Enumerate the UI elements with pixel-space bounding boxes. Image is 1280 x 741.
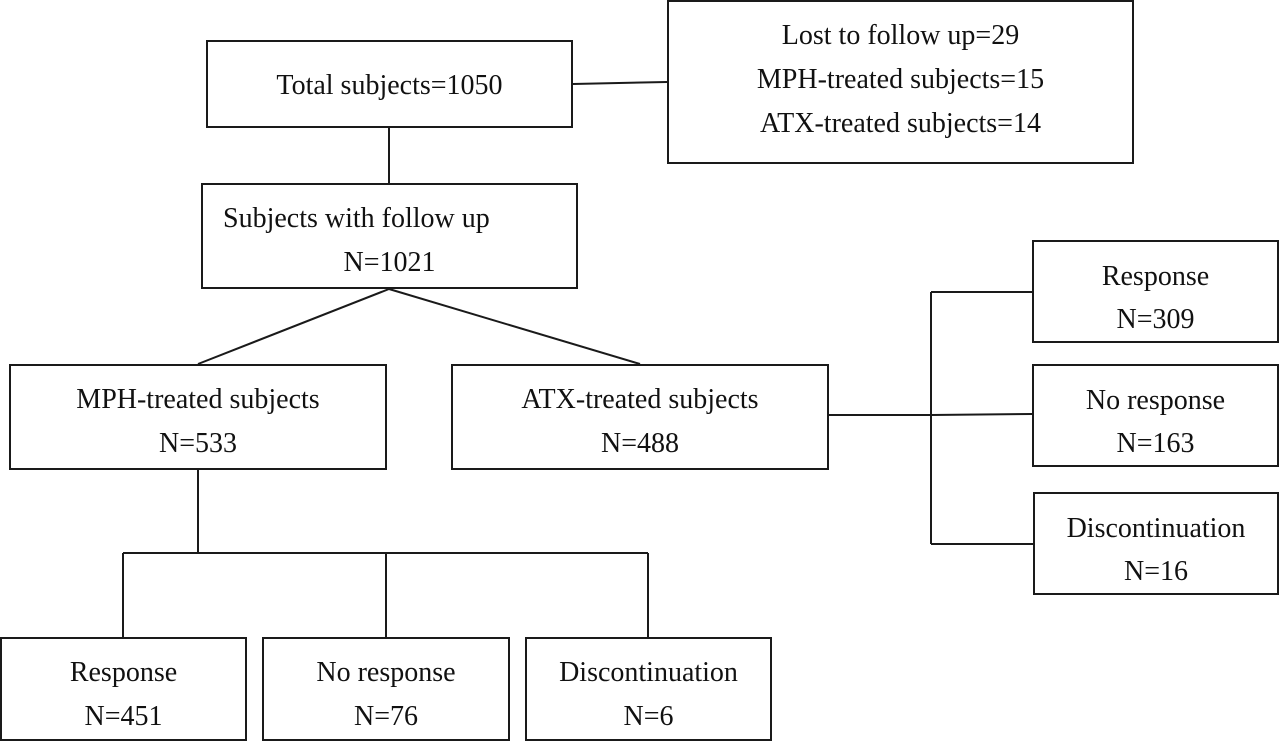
mph-discontinuation-count: N=6 — [623, 701, 674, 732]
mph-no-response-label: No response — [316, 657, 456, 688]
lost-to-follow-up-label: Lost to follow up=29 — [781, 20, 1020, 51]
atx-no-response-label: No response — [1085, 385, 1226, 416]
atx-no-response-count: N=163 — [1116, 428, 1195, 459]
mph-response-count: N=451 — [84, 701, 163, 732]
mph-response-box: Response N=451 — [0, 637, 247, 741]
atx-response-count: N=309 — [1116, 304, 1195, 335]
atx-response-box: Response N=309 — [1032, 240, 1279, 343]
atx-treated-title: ATX-treated subjects — [521, 384, 759, 415]
total-subjects-label: Total subjects=1050 — [276, 70, 503, 101]
mph-treated-count: N=533 — [158, 428, 237, 459]
atx-discontinuation-box: Discontinuation N=16 — [1033, 492, 1279, 595]
connector-follow-up-to-atx — [388, 288, 641, 365]
atx-treated-count: N=488 — [600, 428, 679, 459]
mph-no-response-count: N=76 — [353, 701, 418, 732]
connector-total-to-lost — [572, 81, 668, 85]
mph-treated-box: MPH-treated subjects N=533 — [9, 364, 387, 470]
atx-response-label: Response — [1101, 261, 1210, 292]
atx-treated-box: ATX-treated subjects N=488 — [451, 364, 829, 470]
mph-response-label: Response — [69, 657, 178, 688]
lost-atx-label: ATX-treated subjects=14 — [760, 108, 1041, 139]
total-subjects-box: Total subjects=1050 — [206, 40, 573, 128]
atx-discontinuation-label: Discontinuation — [1066, 513, 1246, 544]
atx-discontinuation-count: N=16 — [1123, 556, 1188, 587]
lost-to-follow-up-box: Lost to follow up=29 MPH-treated subject… — [667, 0, 1134, 164]
follow-up-count: N=1021 — [343, 247, 436, 278]
mph-treated-title: MPH-treated subjects — [76, 384, 320, 415]
lost-mph-label: MPH-treated subjects=15 — [756, 64, 1045, 95]
connector-follow-up-to-mph — [197, 288, 390, 365]
connector-atx-to-no-response — [930, 413, 1033, 416]
follow-up-title: Subjects with follow up — [223, 203, 490, 234]
mph-discontinuation-box: Discontinuation N=6 — [525, 637, 772, 741]
follow-up-box: Subjects with follow up N=1021 — [201, 183, 578, 289]
atx-no-response-box: No response N=163 — [1032, 364, 1279, 467]
mph-no-response-box: No response N=76 — [262, 637, 510, 741]
mph-discontinuation-label: Discontinuation — [559, 657, 738, 688]
